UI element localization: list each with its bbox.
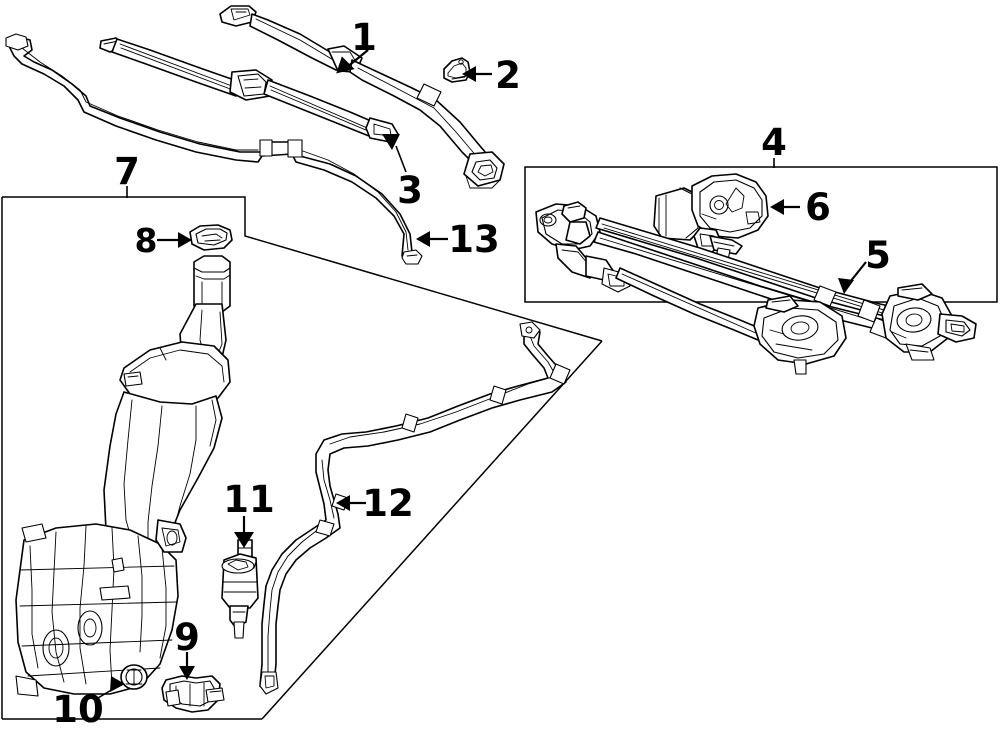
washer-nozzle-hose-upper — [5, 33, 423, 265]
callout-9-arrowhead — [179, 666, 195, 680]
callout-10-number: 10 — [52, 688, 104, 731]
wiper-transmission-assembly-art — [535, 173, 977, 375]
callout-4-number: 4 — [761, 121, 787, 164]
callout-10: 10 — [52, 676, 125, 731]
washer-fluid-pump — [221, 539, 259, 639]
callout-13-arrowhead — [416, 231, 430, 247]
wiper-motor — [653, 173, 769, 261]
callout-12-number: 12 — [362, 482, 414, 525]
callout-2-arrowhead — [462, 66, 476, 82]
callout-11-number: 11 — [223, 478, 275, 521]
callout-3-number: 3 — [397, 169, 423, 212]
callout-8-number: 8 — [135, 221, 158, 260]
wiper-blade — [99, 37, 399, 143]
callout-5: 5 — [838, 234, 891, 294]
callout-11: 11 — [223, 478, 275, 548]
callout-5-number: 5 — [865, 234, 891, 277]
callout-6-number: 6 — [805, 186, 831, 229]
callout-12: 12 — [336, 482, 414, 525]
callout-10-arrowhead — [110, 676, 125, 692]
callout-11-arrowhead — [234, 532, 254, 548]
group-frame-7 — [1, 196, 603, 720]
callout-6: 6 — [770, 186, 831, 229]
callout-3-leader — [395, 145, 407, 173]
callout-9: 9 — [174, 616, 200, 680]
callout-8: 8 — [135, 221, 192, 260]
wiper-pivot-left — [535, 201, 631, 293]
callout-13-number: 13 — [448, 218, 500, 261]
callout-3-arrowhead — [382, 134, 400, 150]
callout-6-arrowhead — [770, 199, 784, 215]
washer-fluid-level-sensor — [161, 675, 225, 713]
callout-1: 1 — [336, 16, 377, 74]
washer-reservoir-filler-cap — [189, 224, 233, 251]
callout-9-number: 9 — [174, 616, 200, 659]
callout-3: 3 — [382, 134, 423, 212]
callout-2-number: 2 — [495, 54, 521, 97]
callout-5-arrowhead — [838, 278, 854, 294]
wiper-arm-nut-cover-cap — [443, 57, 471, 83]
callout-2: 2 — [462, 54, 521, 97]
callout-12-arrowhead — [336, 495, 350, 511]
washer-reservoir-drain-grommet — [120, 664, 148, 690]
group-frame-4 — [524, 166, 998, 303]
washer-fluid-reservoir — [15, 255, 231, 697]
callout-5-leader — [849, 261, 867, 283]
callout-13: 13 — [416, 218, 500, 261]
callout-8-arrowhead — [178, 232, 192, 248]
wiper-arm-passenger — [219, 5, 505, 189]
callout-1-arrowhead — [336, 56, 355, 74]
callout-1-number: 1 — [351, 16, 377, 59]
washer-fluid-hose-lower — [259, 321, 571, 695]
callout-7-number: 7 — [114, 150, 140, 193]
callout-7: 7 — [114, 150, 140, 198]
callout-4: 4 — [761, 121, 787, 168]
wiper-pivot-center — [753, 295, 847, 375]
wiper-pivot-right — [881, 283, 977, 361]
